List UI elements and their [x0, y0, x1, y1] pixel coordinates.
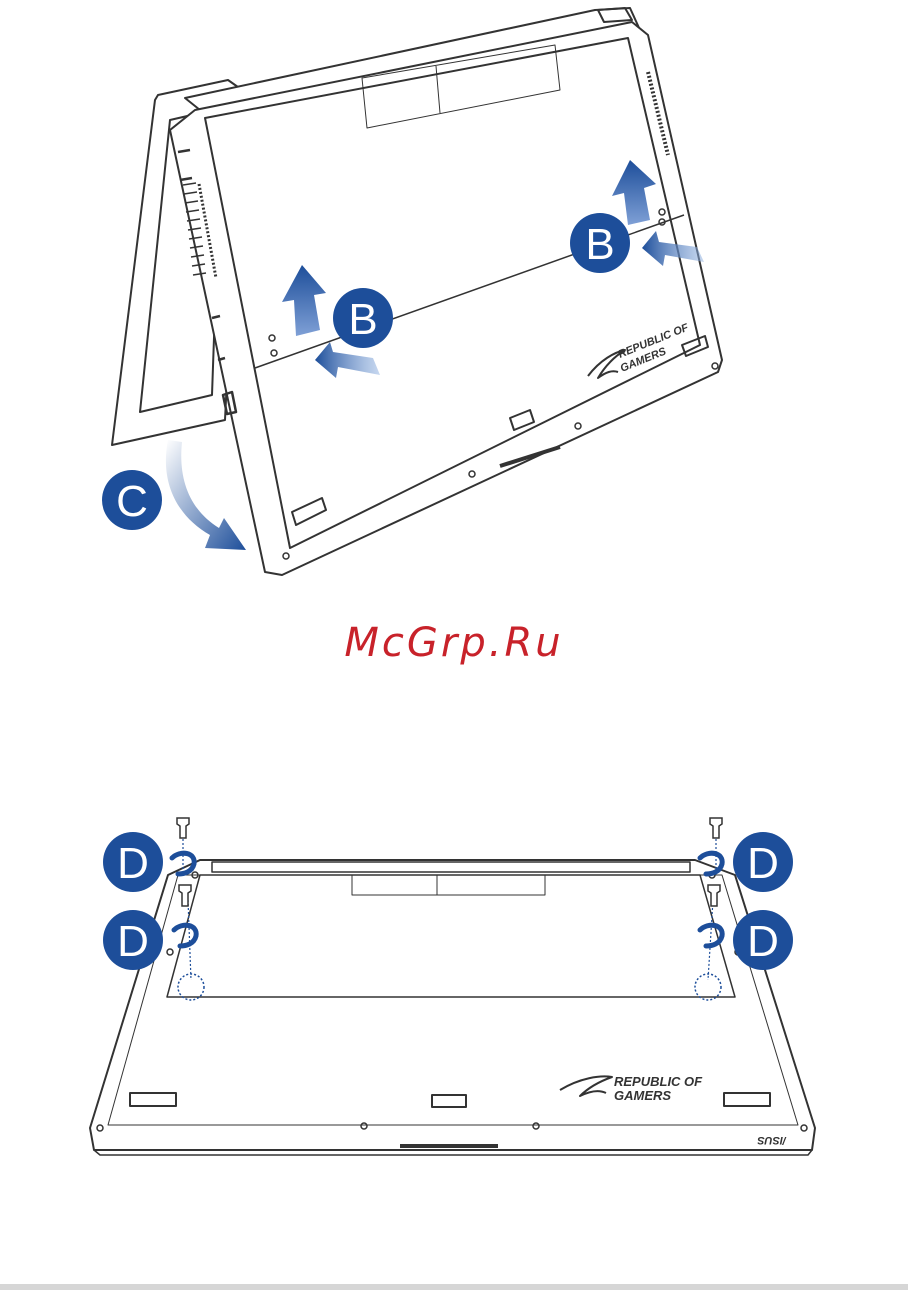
svg-text:C: C [116, 477, 148, 526]
bottom-case [170, 22, 722, 575]
rog-logo-flat-line1: REPUBLIC OF [614, 1074, 703, 1089]
svg-text:B: B [585, 220, 614, 269]
asus-brand-mark: /ISUS [757, 1134, 787, 1146]
callout-b-right: B [570, 213, 630, 273]
callout-d-top-right: D [733, 832, 793, 892]
watermark: McGrp.Ru [0, 620, 908, 666]
arrow-curve-icon [166, 440, 246, 550]
svg-text:D: D [117, 839, 149, 888]
svg-text:D: D [117, 917, 149, 966]
svg-text:B: B [348, 295, 377, 344]
laptop-bottom-illustration [90, 835, 815, 1155]
callout-c: C [102, 470, 162, 530]
laptop-tent-illustration [112, 8, 722, 575]
footer-rule [0, 1284, 908, 1290]
rog-logo-flat-line2: GAMERS [614, 1088, 671, 1103]
callout-b-left: B [333, 288, 393, 348]
callout-d-bottom-right: D [733, 910, 793, 970]
callout-d-top-left: D [103, 832, 163, 892]
callout-d-bottom-left: D [103, 910, 163, 970]
svg-text:D: D [747, 917, 779, 966]
svg-text:D: D [747, 839, 779, 888]
